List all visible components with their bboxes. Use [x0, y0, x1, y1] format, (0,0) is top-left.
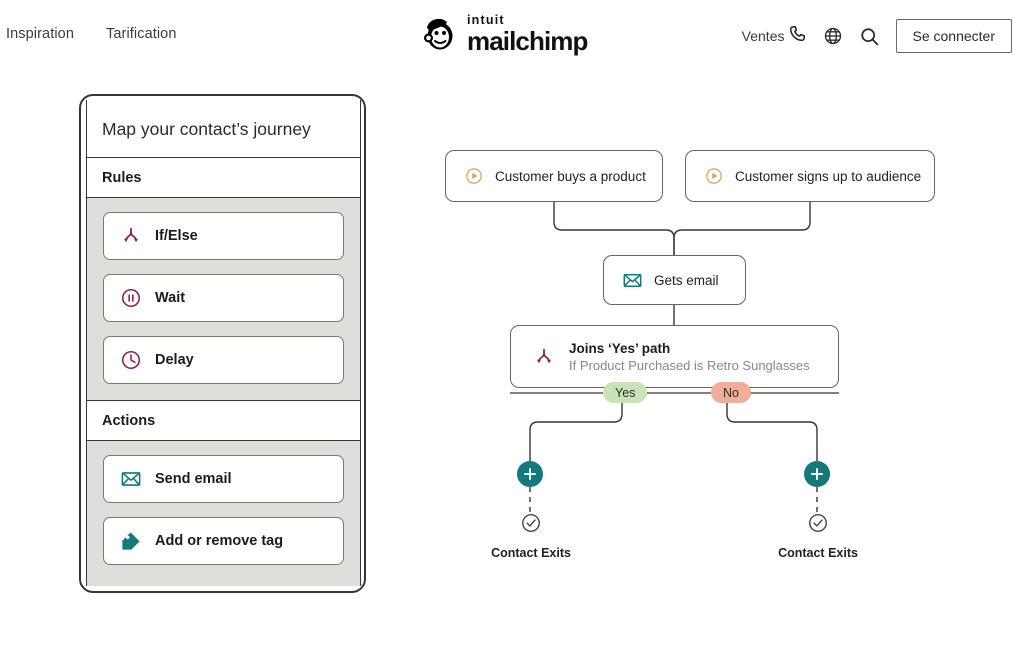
- primary-navigation: Inspiration Tarification: [6, 26, 177, 42]
- branch-badge-yes[interactable]: Yes: [603, 382, 648, 403]
- check-circle-icon: [807, 512, 829, 539]
- block-if-else[interactable]: If/Else: [103, 212, 344, 260]
- node-gets-email[interactable]: Gets email: [603, 255, 746, 305]
- condition-subtitle: If Product Purchased is Retro Sunglasses: [569, 357, 810, 373]
- block-label: Delay: [155, 352, 194, 368]
- login-button[interactable]: Se connecter: [895, 19, 1012, 53]
- header-utilities: Ventes Se connecter: [742, 19, 1012, 53]
- condition-title: Joins ‘Yes’ path: [569, 340, 671, 356]
- mailchimp-freddie-icon: [420, 14, 460, 54]
- envelope-icon: [622, 270, 643, 291]
- page-title: Map your contact’s journey: [87, 100, 360, 158]
- panel-inner: Map your contact’s journey Rules If/Else: [86, 100, 361, 586]
- add-step-button-no[interactable]: [804, 461, 830, 487]
- node-customer-buys-a-product[interactable]: Customer buys a product: [445, 150, 663, 202]
- block-delay[interactable]: Delay: [103, 336, 344, 384]
- check-circle-icon: [520, 512, 542, 539]
- section-rules: If/Else Wait: [87, 198, 360, 401]
- mailchimp-wordmark: mailchimp: [467, 25, 588, 56]
- node-label: Customer signs up to audience: [735, 168, 922, 184]
- exit-label: Contact Exits: [491, 546, 571, 560]
- brand-wordmark: intuit mailchimp: [467, 14, 588, 54]
- node-label: Customer buys a product: [495, 168, 646, 184]
- section-heading-actions: Actions: [87, 401, 360, 441]
- envelope-icon: [120, 468, 142, 490]
- journey-flow-canvas: Customer buys a product Customer signs u…: [400, 94, 1020, 594]
- block-label: Send email: [155, 471, 232, 487]
- exit-no-path: Contact Exits: [778, 512, 858, 560]
- branch-badge-no[interactable]: No: [711, 382, 751, 403]
- block-label: Wait: [155, 290, 186, 306]
- journey-builder-panel: Map your contact’s journey Rules If/Else: [79, 94, 366, 593]
- section-heading-rules: Rules: [87, 158, 360, 198]
- flow-connectors: [510, 202, 839, 512]
- sales-phone-link[interactable]: Ventes: [742, 24, 807, 48]
- branch-fork-icon: [533, 346, 555, 368]
- exit-label: Contact Exits: [778, 546, 858, 560]
- branch-fork-icon: [120, 225, 142, 247]
- condition-texts: Joins ‘Yes’ path If Product Purchased is…: [569, 341, 810, 373]
- node-customer-signs-up[interactable]: Customer signs up to audience: [685, 150, 935, 202]
- block-wait[interactable]: Wait: [103, 274, 344, 322]
- mailchimp-logo[interactable]: intuit mailchimp: [420, 14, 588, 54]
- nav-link-tarification[interactable]: Tarification: [106, 26, 177, 42]
- globe-language-icon[interactable]: [823, 26, 843, 46]
- phone-icon: [788, 24, 807, 48]
- play-circle-icon: [464, 166, 484, 186]
- section-actions: Send email Add or remove tag: [87, 441, 360, 586]
- block-label: If/Else: [155, 228, 198, 244]
- site-header: Inspiration Tarification intuit mailchim…: [0, 0, 1024, 72]
- nav-link-inspiration[interactable]: Inspiration: [6, 26, 74, 42]
- tag-icon: [120, 530, 142, 552]
- node-label: Gets email: [654, 272, 719, 288]
- node-joins-yes-path[interactable]: Joins ‘Yes’ path If Product Purchased is…: [510, 325, 839, 388]
- block-send-email[interactable]: Send email: [103, 455, 344, 503]
- search-icon[interactable]: [859, 26, 880, 47]
- clock-circle-icon: [120, 349, 142, 371]
- sales-label: Ventes: [741, 28, 785, 44]
- block-add-remove-tag[interactable]: Add or remove tag: [103, 517, 344, 565]
- pause-circle-icon: [120, 287, 142, 309]
- play-circle-icon: [704, 166, 724, 186]
- intuit-wordmark: intuit: [467, 13, 505, 28]
- block-label: Add or remove tag: [155, 533, 284, 549]
- exit-yes-path: Contact Exits: [491, 512, 571, 560]
- add-step-button-yes[interactable]: [517, 461, 543, 487]
